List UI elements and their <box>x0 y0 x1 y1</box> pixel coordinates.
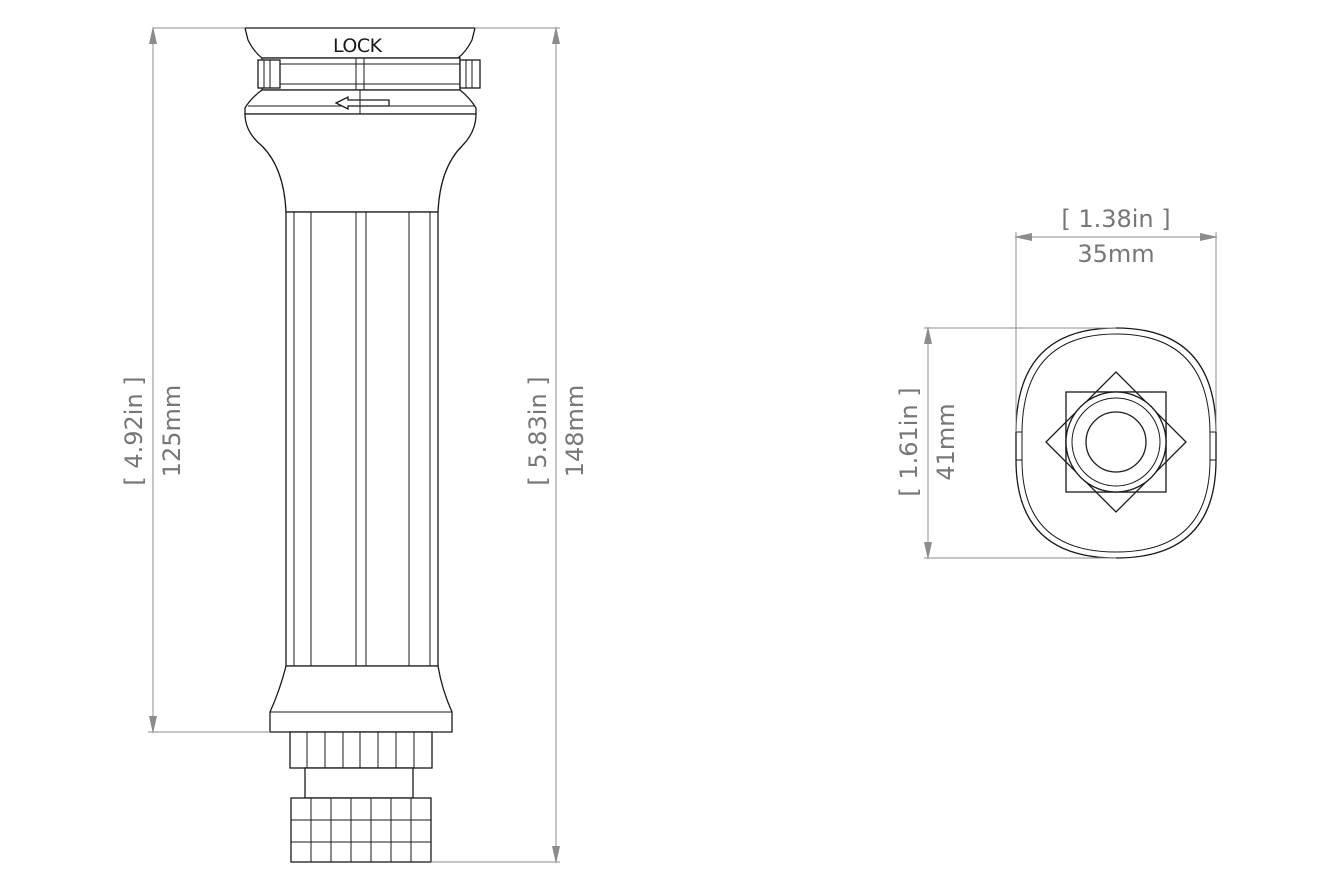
dim-depth <box>924 326 1116 560</box>
dim-overall-mm: 148mm <box>561 385 589 478</box>
dim-width <box>1014 232 1218 432</box>
dim-width-mm: 35mm <box>1077 240 1154 268</box>
dim-width-inches: [ 1.38in ] <box>1061 205 1170 233</box>
lock-label: LOCK <box>333 35 383 57</box>
dim-body-height <box>148 26 270 734</box>
dim-body-inches: [ 4.92in ] <box>120 376 148 485</box>
dim-depth-inches: [ 1.61in ] <box>895 387 923 496</box>
dim-overall-inches: [ 5.83in ] <box>524 376 552 485</box>
top-view-part <box>1015 327 1217 559</box>
dim-depth-mm: 41mm <box>932 403 960 480</box>
dim-body-mm: 125mm <box>158 385 186 478</box>
side-view-part <box>244 27 481 863</box>
dim-overall-height <box>431 26 560 864</box>
